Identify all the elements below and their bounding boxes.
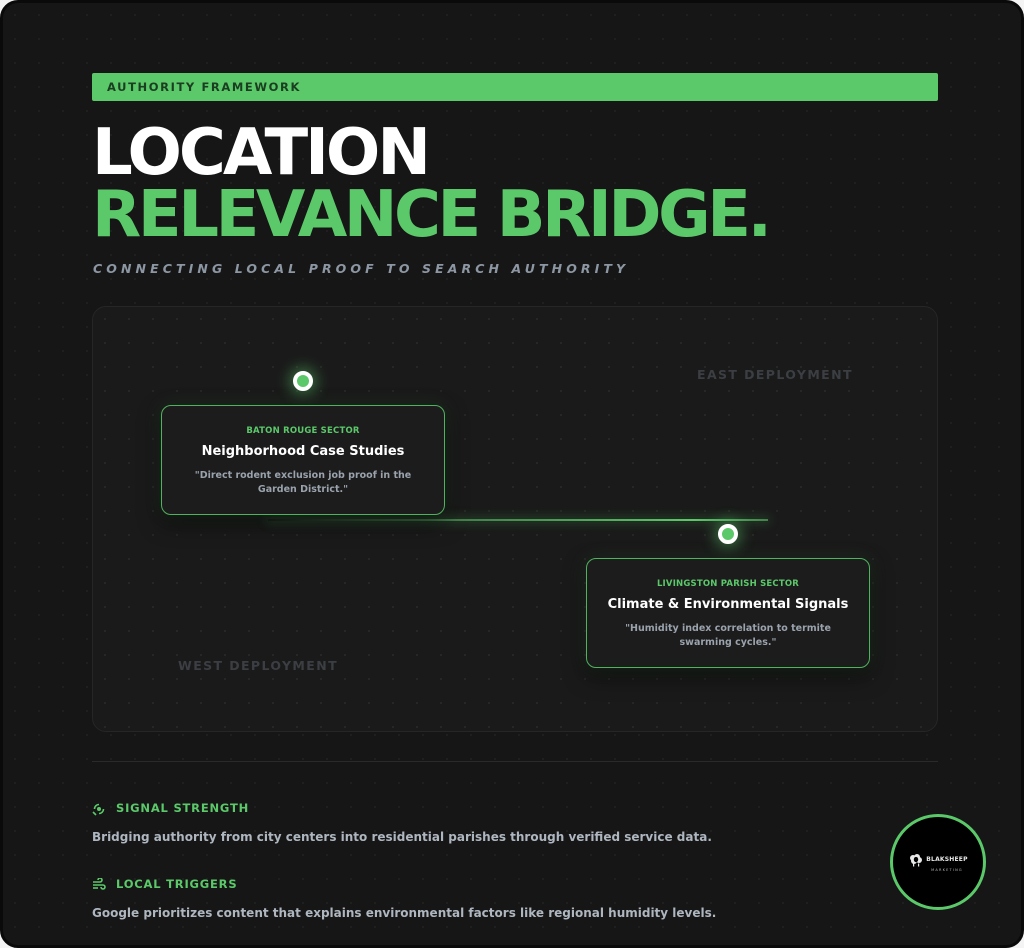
feature-signal-strength: SIGNAL STRENGTH <box>92 801 250 816</box>
card-quote: "Direct rodent exclusion job proof in th… <box>194 470 412 495</box>
west-deployment-label: WEST DEPLOYMENT <box>178 658 339 673</box>
hero-title-line-2: RELEVANCE BRIDGE. <box>92 178 772 252</box>
feature-label: LOCAL TRIGGERS <box>116 877 238 891</box>
brand-tagline: MARKETING <box>931 867 963 872</box>
feature-description: Google prioritizes content that explains… <box>92 906 717 920</box>
card-sector-label: LIVINGSTON PARISH SECTOR <box>656 579 800 589</box>
sheep-logo-icon <box>910 853 923 866</box>
hero-subtitle: CONNECTING LOCAL PROOF TO SEARCH AUTHORI… <box>93 261 630 276</box>
brand-logo: BLAKSHEEP <box>908 853 968 867</box>
feature-label: SIGNAL STRENGTH <box>116 801 250 815</box>
feature-description: Bridging authority from city centers int… <box>92 830 712 844</box>
wind-icon <box>92 877 106 891</box>
feature-local-triggers: LOCAL TRIGGERS <box>92 877 237 891</box>
card-quote: "Humidity index correlation to termite s… <box>625 623 831 648</box>
bridge-connector-line <box>268 519 768 521</box>
brand-name: BLAKSHEEP <box>926 856 968 863</box>
deployment-map-panel: EAST DEPLOYMENT WEST DEPLOYMENT BATON RO… <box>92 306 938 732</box>
baton-rouge-card[interactable]: BATON ROUGE SECTOR Neighborhood Case Stu… <box>161 405 445 515</box>
east-deployment-label: EAST DEPLOYMENT <box>697 367 853 382</box>
satellite-signal-icon <box>92 801 106 816</box>
hero-title-line-1: LOCATION <box>92 116 431 190</box>
section-banner: AUTHORITY FRAMEWORK <box>92 73 938 101</box>
livingston-node[interactable] <box>718 524 738 544</box>
baton-rouge-node[interactable] <box>293 371 313 391</box>
card-title: Climate & Environmental Signals <box>607 597 849 612</box>
card-sector-label: BATON ROUGE SECTOR <box>246 426 360 436</box>
brand-badge[interactable]: BLAKSHEEP MARKETING <box>890 814 986 910</box>
livingston-card[interactable]: LIVINGSTON PARISH SECTOR Climate & Envir… <box>586 558 870 668</box>
card-title: Neighborhood Case Studies <box>201 444 405 459</box>
section-divider <box>92 761 938 762</box>
banner-label: AUTHORITY FRAMEWORK <box>107 80 301 94</box>
